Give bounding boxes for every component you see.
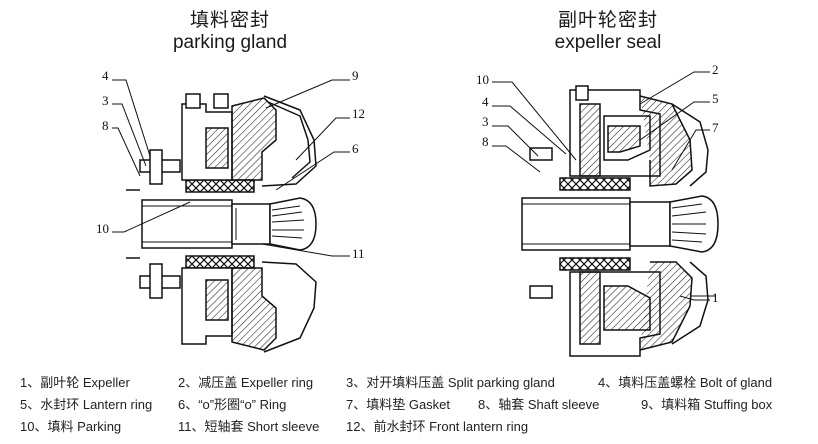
callout-10-right: 10 (476, 72, 489, 87)
legend-item: 11、短轴套 Short sleeve (178, 419, 320, 434)
legend-item: 5、水封环 Lantern ring (20, 397, 153, 412)
shaft-sleeve (521, 197, 631, 251)
casing-lower (261, 261, 317, 353)
callout-1-right: 1 (712, 290, 719, 305)
callout-6-left: 6 (352, 141, 359, 156)
parts-legend: 1、副叶轮 Expeller 2、减压盖 Expeller ring 3、对开填… (8, 372, 816, 438)
expeller-seal-drawing (492, 71, 719, 357)
stuffing-box-upper (231, 97, 277, 181)
callout-11-left: 11 (352, 246, 365, 261)
shaft-sleeve (141, 199, 233, 249)
callout-8-right: 8 (482, 134, 489, 149)
callout-3-right: 3 (482, 114, 489, 129)
legend-row: 5、水封环 Lantern ring 6、“o”形圈“o” Ring 7、填料垫… (8, 394, 816, 416)
right-title-chinese: 副叶轮密封 (557, 9, 658, 31)
legend-item: 10、填料 Parking (20, 419, 122, 434)
legend-item: 4、填料压盖螺栓 Bolt of gland (598, 375, 773, 390)
legend-item: 9、填料箱 Stuffing box (641, 397, 773, 412)
legend-item: 8、轴套 Shaft sleeve (478, 397, 600, 412)
left-diagram-title: 填料密封 parking gland (150, 9, 310, 54)
legend-item: 1、副叶轮 Expeller (20, 375, 130, 390)
callout-4-right: 4 (482, 94, 489, 109)
left-callouts: 4 3 8 10 9 12 6 11 (96, 68, 365, 261)
short-sleeve (231, 203, 271, 245)
legend-item: 12、前水封环 Front lantern ring (346, 419, 529, 434)
lantern-ring (607, 125, 641, 153)
shaft-end (269, 197, 317, 251)
packing-rings-bottom (185, 255, 255, 269)
callout-5-right: 5 (712, 91, 719, 106)
legend-item: 2、减压盖 Expeller ring (178, 375, 314, 390)
legend-item: 3、对开填料压盖 Split parking gland (346, 375, 555, 390)
packing-gland-drawing (112, 79, 350, 353)
legend-row: 1、副叶轮 Expeller 2、减压盖 Expeller ring 3、对开填… (8, 372, 816, 394)
legend-item: 6、“o”形圈“o” Ring (178, 397, 287, 412)
stuffing-box-lower (231, 267, 277, 351)
packing-rings-top (185, 179, 255, 193)
left-title-chinese: 填料密封 (189, 9, 270, 31)
right-diagram-title: 副叶轮密封 expeller seal (528, 9, 688, 54)
right-title-english: expeller seal (554, 31, 662, 53)
right-callouts: 10 4 3 8 2 5 7 1 (476, 62, 719, 305)
legend-item: 7、填料垫 Gasket (346, 397, 451, 412)
callout-12-left: 12 (352, 106, 365, 121)
callout-8-left: 8 (102, 118, 109, 133)
legend-row: 10、填料 Parking 11、短轴套 Short sleeve 12、前水封… (8, 416, 816, 438)
callout-2-right: 2 (712, 62, 719, 77)
callout-10-left: 10 (96, 221, 109, 236)
casing-upper (261, 95, 317, 187)
callout-7-right: 7 (712, 120, 719, 135)
left-title-english: parking gland (172, 31, 288, 53)
callout-4-left: 4 (102, 68, 109, 83)
callout-3-left: 3 (102, 93, 109, 108)
callout-9-left: 9 (352, 68, 359, 83)
